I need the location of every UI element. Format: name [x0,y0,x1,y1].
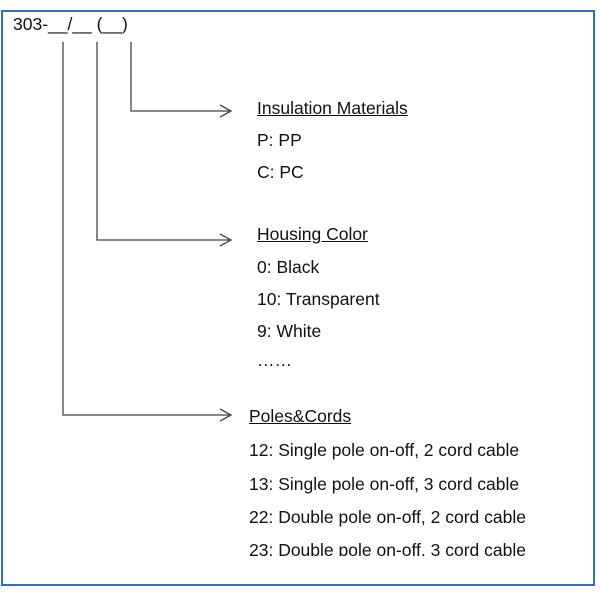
color-item: 10: Transparent [257,289,380,309]
poles-item: 13: Single pole on-off, 3 cord cable [249,474,520,494]
poles-connector [62,42,233,422]
diagram-frame [1,10,595,586]
poles-item: 23: Double pole on-off, 3 cord cable [249,540,526,556]
poles-heading: Poles&Cords [249,406,352,426]
poles-item: 12: Single pole on-off, 2 cord cable [249,440,520,460]
color-heading: Housing Color [257,224,368,244]
insulation-item: P: PP [257,130,302,150]
poles-item: 22: Double pole on-off, 2 cord cable [249,507,526,527]
insulation-connector [130,42,233,118]
part-code: 303-__/__ (__) [13,14,128,34]
insulation-heading: Insulation Materials [257,98,408,118]
color-item: 9: White [257,321,322,341]
color-item-more: …… [257,350,292,370]
insulation-item: C: PC [257,162,304,182]
clipped-row: 23: Double pole on-off, 3 cord cable [240,538,590,556]
color-item: 0: Black [257,257,320,277]
color-connector [96,42,233,247]
